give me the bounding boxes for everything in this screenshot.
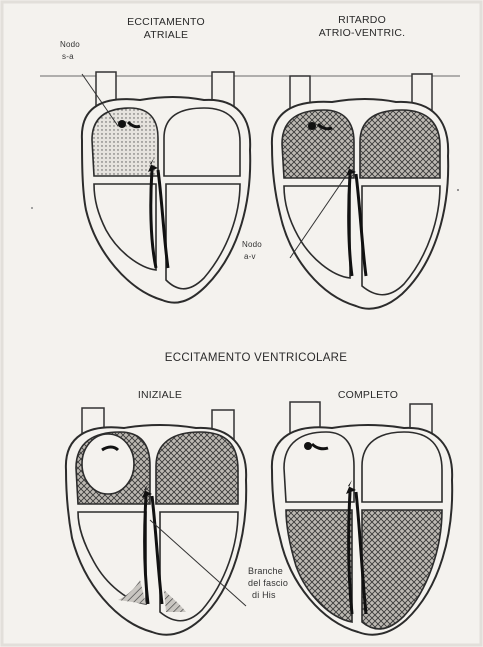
section-title-ventricular: ECCITAMENTO VENTRICOLARE bbox=[136, 352, 376, 364]
label-branche-line1: Branche bbox=[248, 566, 283, 576]
title-atrial-line1: ECCITAMENTO bbox=[118, 16, 214, 28]
label-branche-line3: di His bbox=[252, 590, 276, 600]
title-av-delay-line2: ATRIO-VENTRIC. bbox=[306, 27, 418, 39]
label-nodo-sa-line2: s-a bbox=[62, 52, 74, 61]
label-nodo-av-line2: a-v bbox=[244, 252, 256, 261]
label-nodo-av-line1: Nodo bbox=[242, 240, 262, 249]
label-branche-line2: del fascio bbox=[248, 578, 288, 588]
title-av-delay-line1: RITARDO bbox=[306, 14, 418, 26]
title-initial: INIZIALE bbox=[124, 389, 196, 401]
title-atrial-line2: ATRIALE bbox=[118, 29, 214, 41]
title-complete: COMPLETO bbox=[326, 389, 410, 401]
label-nodo-sa-line1: Nodo bbox=[60, 40, 80, 49]
